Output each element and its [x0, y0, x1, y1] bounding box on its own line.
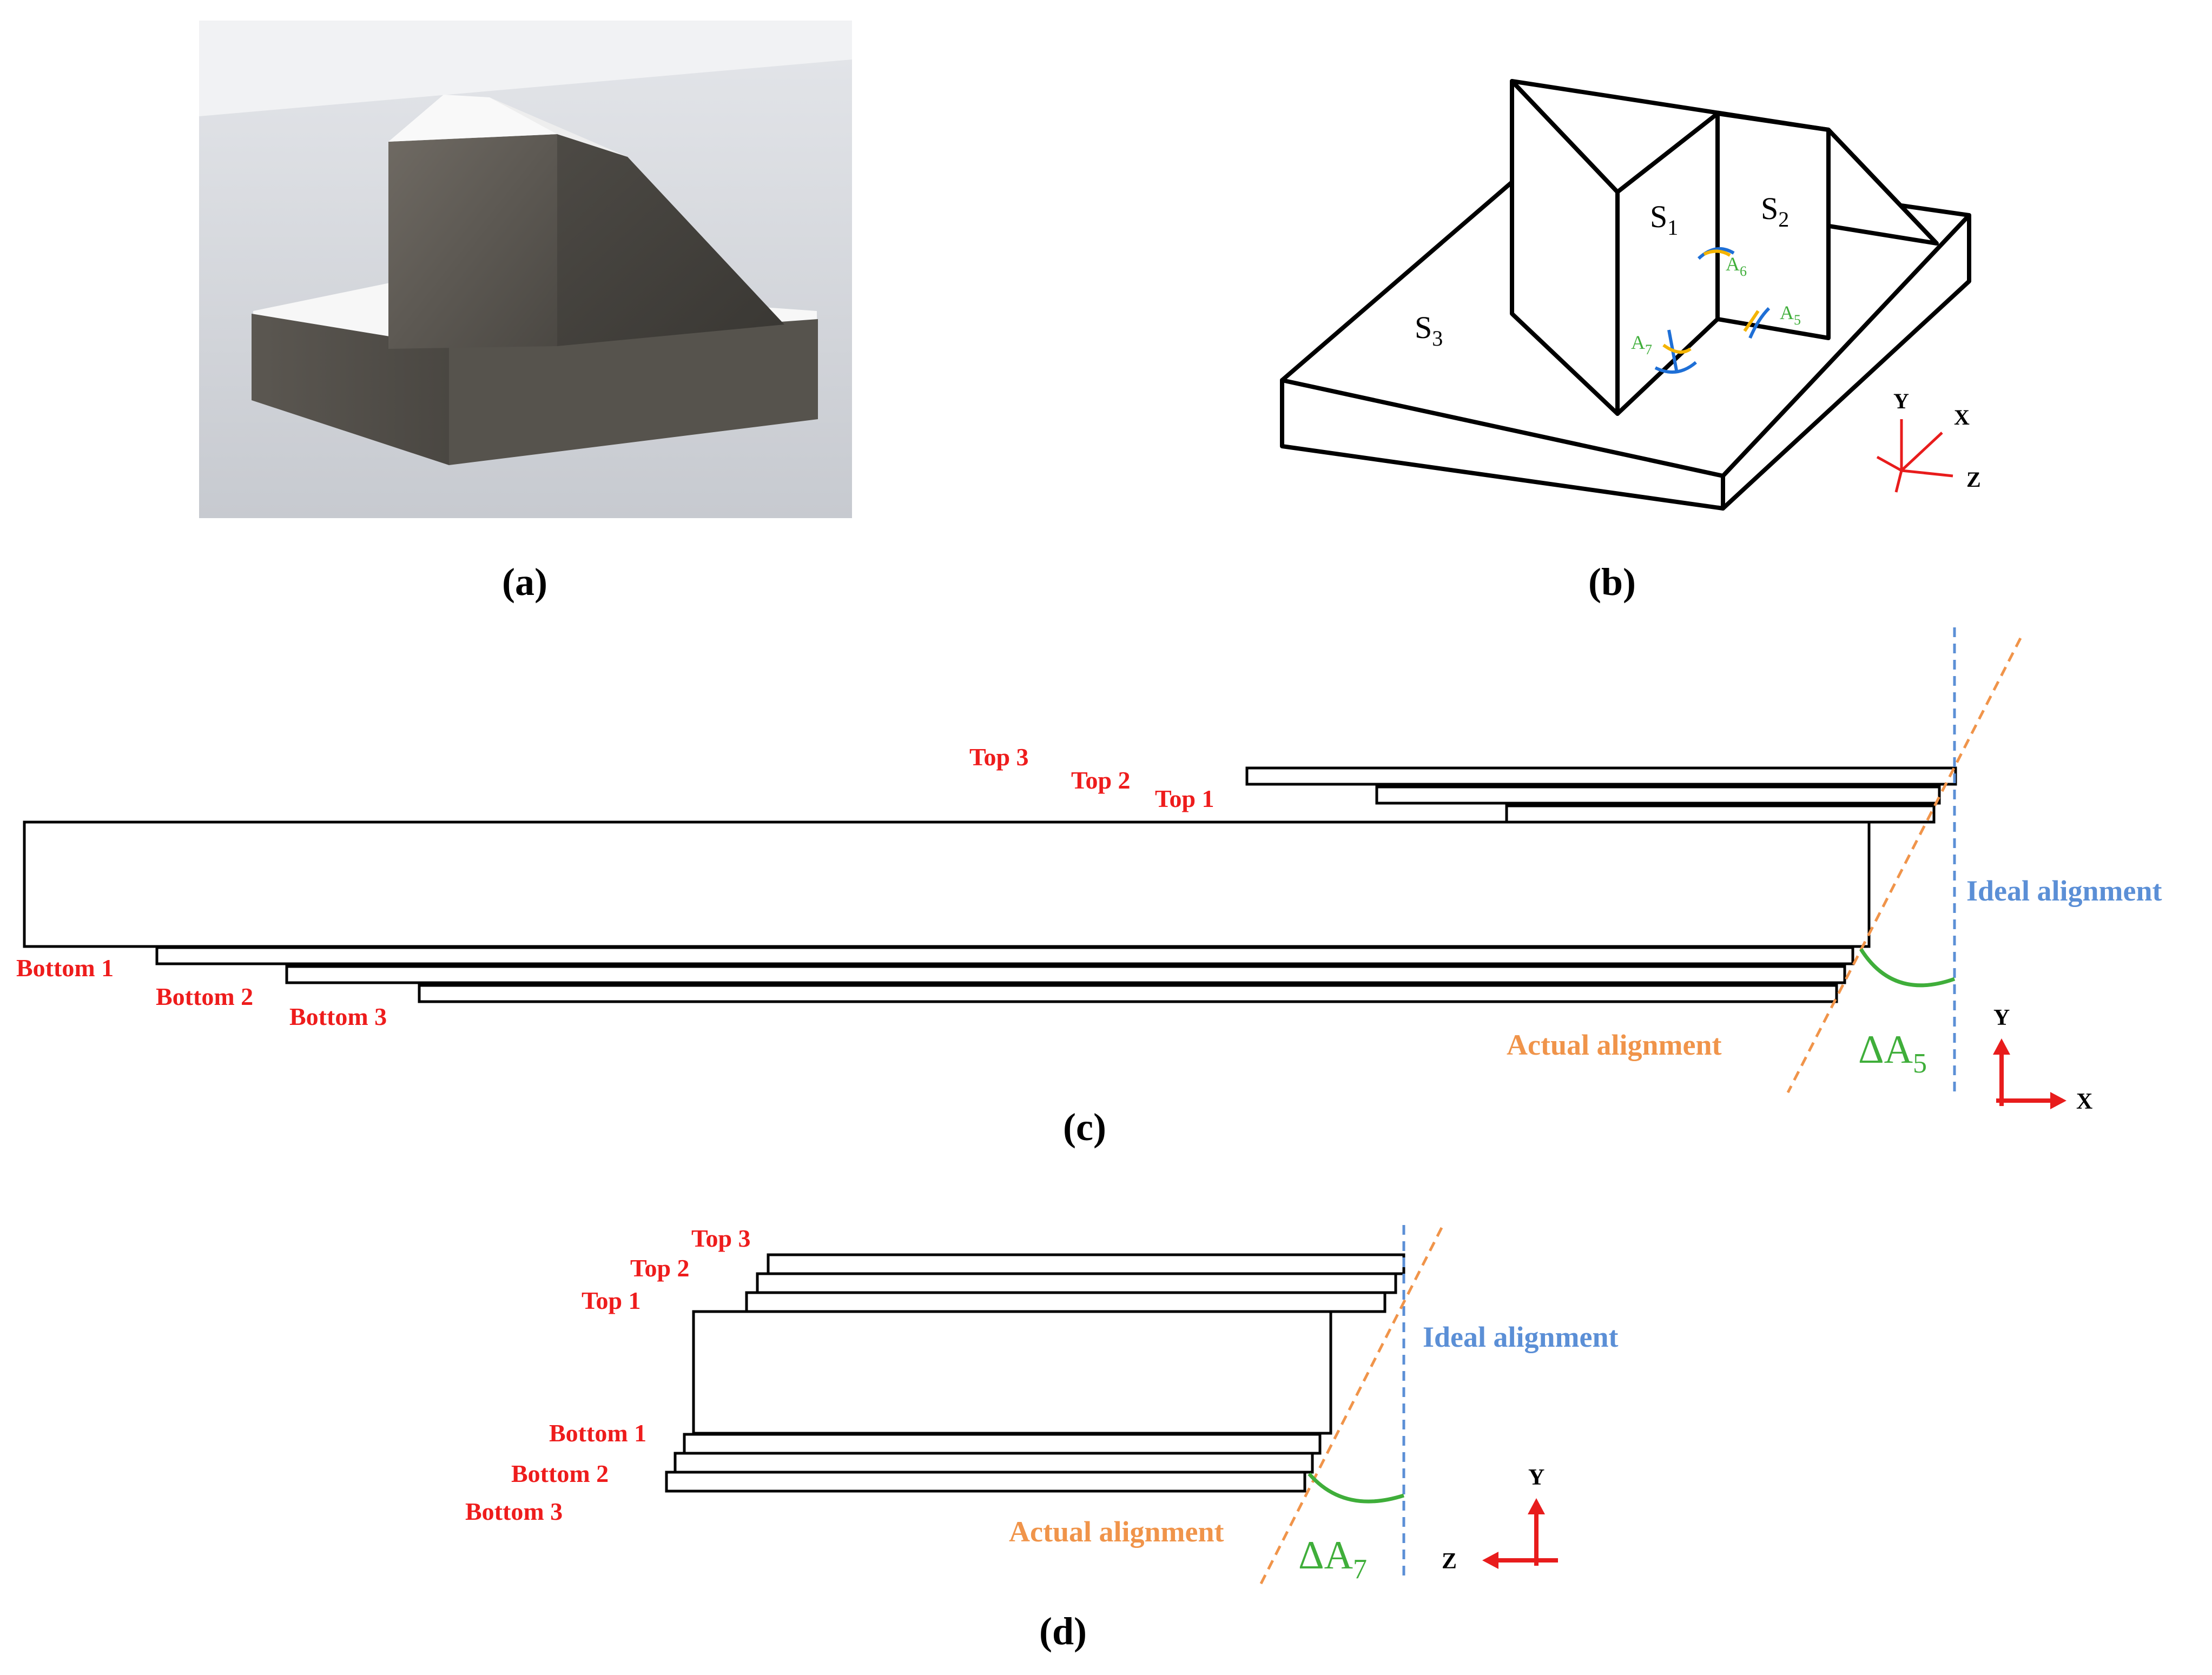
layer-bottom1-d: [683, 1433, 1322, 1455]
render-background-highlight: [199, 21, 852, 116]
delta-angle-label-c: ΔA5: [1858, 1028, 1927, 1079]
axis-b-y-label: Y: [1893, 389, 1909, 413]
axis-b-x-line: [1900, 432, 1943, 472]
base-plate-side: [1721, 213, 1971, 511]
main-block-c: [23, 820, 1871, 948]
angle-a5-marker-yellow: [1743, 310, 1760, 332]
caption-c: (c): [1063, 1105, 1106, 1149]
angle-a5-marker-blue: [1748, 307, 1771, 339]
caption-b: (b): [1588, 560, 1636, 604]
block-right-cap: [490, 97, 628, 157]
actual-alignment-line-c: [1786, 637, 2022, 1094]
layer-top3-d: [767, 1253, 1405, 1275]
axis-b-z-label: Z: [1966, 467, 1981, 492]
label-top3-d: Top 3: [691, 1224, 751, 1252]
block-side-face: [557, 134, 784, 346]
angle-a6-marker-yellow: [1703, 249, 1731, 257]
base-front-face: [252, 314, 449, 465]
axis-d-y-arrow: [1528, 1498, 1545, 1514]
axis-b-down-line: [1894, 470, 1903, 493]
axis-b-back-line: [1876, 455, 1903, 472]
actual-alignment-line-d: [1259, 1227, 1443, 1586]
angle-markers-b: [1654, 247, 1771, 374]
axis-d-z-arrow: [1482, 1552, 1498, 1569]
ideal-alignment-label-c: Ideal alignment: [1966, 875, 2162, 907]
actual-alignment-label-c: Actual alignment: [1507, 1029, 1722, 1061]
angle-a7-marker-yellow: [1662, 343, 1692, 354]
block-front-face: [388, 134, 557, 349]
angle-label-a6: A6: [1726, 253, 1747, 279]
axis-d-y-label: Y: [1528, 1465, 1544, 1490]
axis-d-z-label: Z: [1442, 1549, 1457, 1574]
layer-top2-c: [1375, 785, 1941, 805]
caption-a: (a): [502, 560, 547, 604]
label-top2-d: Top 2: [630, 1254, 690, 1282]
label-bottom3-c: Bottom 3: [289, 1003, 387, 1030]
layer-bottom2-c: [285, 965, 1846, 984]
axis-b-x-label: X: [1954, 405, 1970, 429]
base-right-face: [449, 319, 818, 465]
axis-c-x-arrow: [2050, 1092, 2066, 1109]
label-top1-d: Top 1: [582, 1287, 641, 1314]
panel-b-diagram: [1280, 79, 1971, 511]
layer-top3-c: [1245, 766, 1957, 786]
label-bottom2-d: Bottom 2: [511, 1460, 609, 1487]
angle-a6-marker-blue: [1697, 247, 1735, 260]
axis-b-z-line: [1901, 469, 1953, 478]
label-bottom1-d: Bottom 1: [549, 1419, 646, 1447]
layer-bottom3-d: [665, 1471, 1306, 1493]
actual-alignment-label-d: Actual alignment: [1009, 1515, 1224, 1548]
layer-top1-c: [1505, 804, 1936, 824]
angle-label-a5: A5: [1780, 302, 1801, 328]
layer-bottom1-c: [155, 946, 1854, 965]
layer-bottom3-c: [418, 984, 1838, 1003]
caption-d: (d): [1039, 1610, 1087, 1653]
surface-label-s2: S2: [1761, 191, 1789, 231]
panel-c-diagram: [23, 766, 1957, 1003]
layer-bottom2-d: [673, 1452, 1314, 1474]
ideal-alignment-label-d: Ideal alignment: [1423, 1321, 1619, 1353]
axis-c-y-label: Y: [1993, 1005, 2010, 1030]
block-top-face: [388, 95, 557, 142]
surface-label-s1: S1: [1650, 199, 1678, 240]
axis-c-x-label: X: [2076, 1089, 2092, 1114]
angle-label-a7: A7: [1631, 332, 1652, 357]
layer-top2-d: [756, 1272, 1397, 1294]
delta-angle-label-d: ΔA7: [1298, 1533, 1367, 1585]
axis-triad-d: [1482, 1498, 1558, 1569]
angle-a7-marker-blue-2: [1654, 361, 1697, 374]
label-top2-c: Top 2: [1071, 766, 1131, 794]
axis-triad-b: [1876, 419, 1953, 493]
prism-edge-3: [1827, 128, 1938, 245]
surface-label-s3: S3: [1415, 310, 1443, 350]
label-top3-c: Top 3: [969, 743, 1029, 771]
axis-triad-c: [1993, 1038, 2066, 1109]
label-bottom2-c: Bottom 2: [156, 983, 253, 1010]
axis-c-y-arrow: [1993, 1038, 2010, 1055]
angle-arc-d: [1308, 1472, 1405, 1504]
label-bottom1-c: Bottom 1: [16, 954, 114, 982]
panel-d-diagram: [665, 1253, 1405, 1493]
layer-top1-d: [745, 1291, 1386, 1313]
main-block-d: [692, 1310, 1332, 1435]
label-top1-c: Top 1: [1155, 785, 1214, 812]
panel-a-render: [199, 21, 852, 518]
angle-arc-c: [1859, 948, 1956, 988]
label-bottom3-d: Bottom 3: [465, 1498, 563, 1525]
